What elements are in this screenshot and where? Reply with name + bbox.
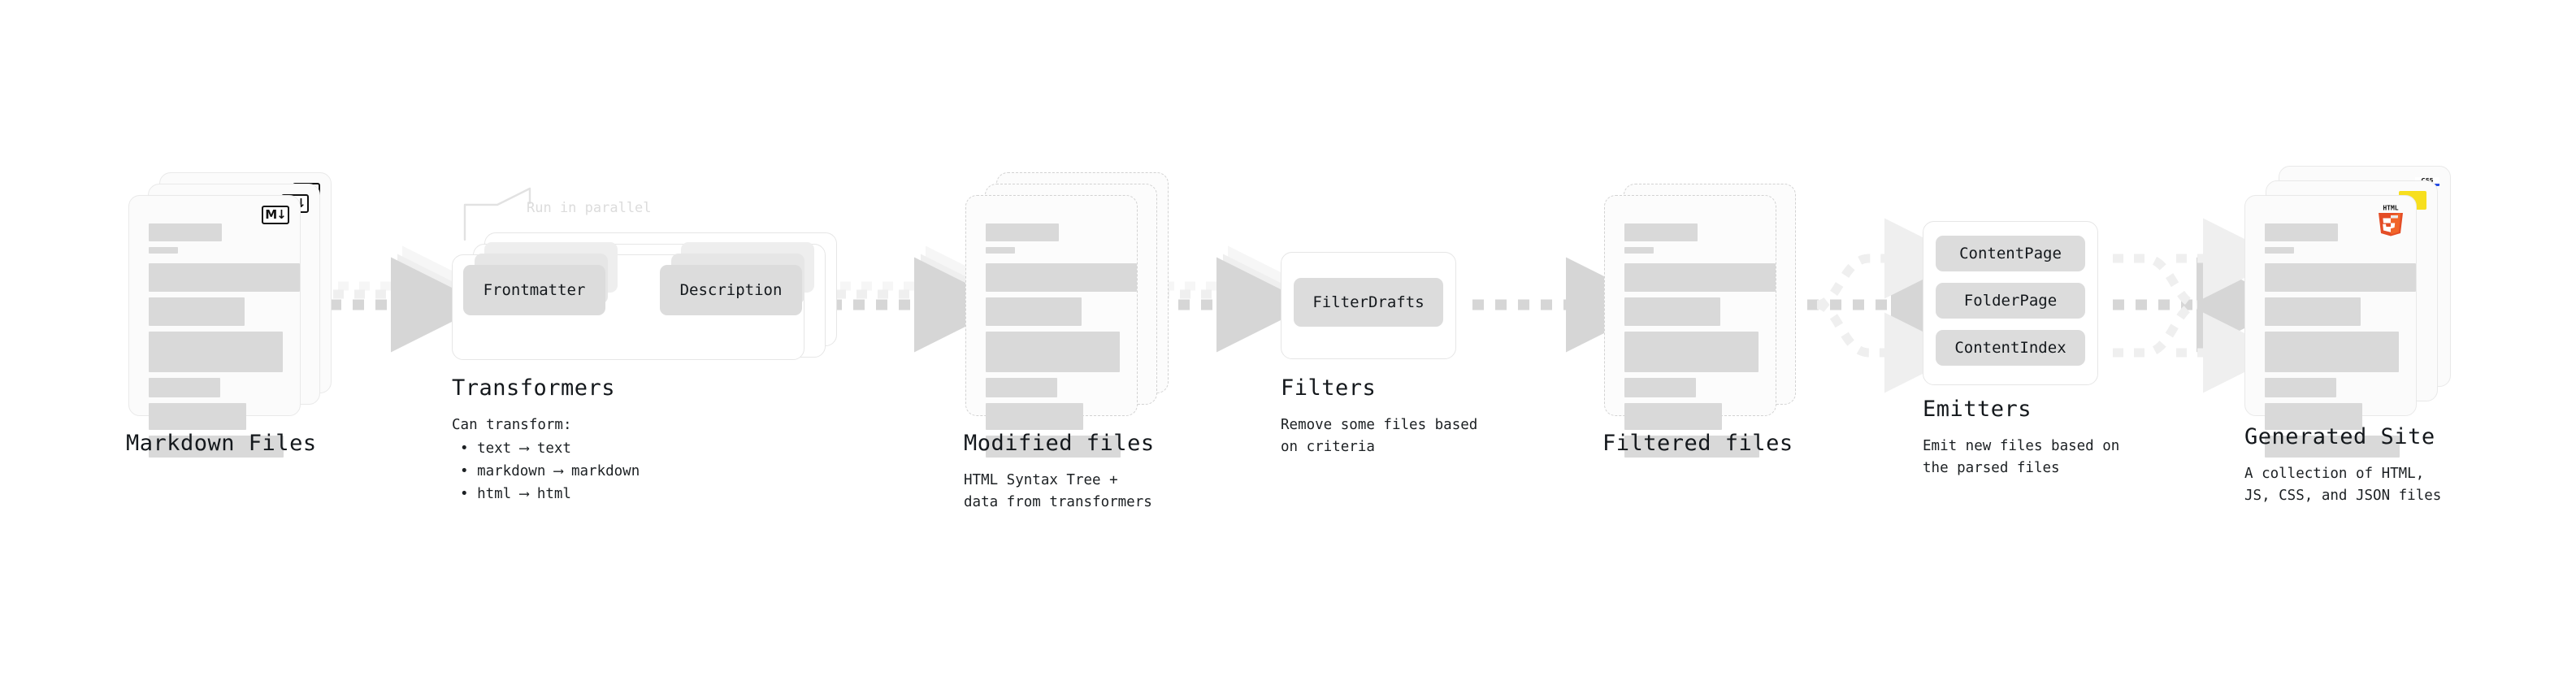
arrow-transformers-to-modified — [830, 245, 1009, 353]
skeleton-bar — [1624, 247, 1654, 254]
markdown-doc-front[interactable]: M↓ — [128, 195, 301, 458]
site-doc-front[interactable]: HTML — [2244, 195, 2417, 458]
chip-filterdrafts-label: FilterDrafts — [1312, 293, 1425, 311]
skeleton-bar — [2265, 247, 2294, 254]
doc-skeleton — [2265, 223, 2416, 463]
chip-frontmatter[interactable]: Frontmatter — [463, 265, 605, 315]
skeleton-bar — [986, 297, 1082, 326]
skeleton-bar — [1624, 332, 1759, 372]
skeleton-bar — [1624, 378, 1696, 397]
transformers-subtitle-intro: Can transform: — [452, 417, 572, 433]
markdown-badge-arrow: ↓ — [276, 207, 287, 222]
skeleton-bar — [2265, 378, 2336, 397]
modified-files-subtitle: HTML Syntax Tree + data from transformer… — [964, 472, 1152, 511]
skeleton-bar — [149, 332, 283, 372]
skeleton-bar — [986, 263, 1137, 292]
transformers-title: Transformers — [452, 375, 616, 401]
chip-folderpage-label: FolderPage — [1963, 292, 2058, 310]
transformers-bullet-0: • text ⟶ text — [460, 440, 571, 457]
chip-frontmatter-label: Frontmatter — [483, 281, 586, 299]
arrow-filtered-to-emitters — [1785, 218, 1986, 393]
markdown-badge-front: M↓ — [262, 206, 289, 224]
markdown-badge-letter: M — [265, 207, 277, 222]
skeleton-bar — [2265, 332, 2399, 372]
chip-contentindex[interactable]: ContentIndex — [1936, 330, 2085, 366]
transformers-bullet-1: • markdown ⟶ markdown — [460, 463, 640, 479]
generated-site-title: Generated Site — [2244, 424, 2435, 449]
skeleton-bar — [986, 247, 1015, 254]
skeleton-bar — [986, 223, 1059, 241]
chip-description-label: Description — [679, 281, 783, 299]
skeleton-bar — [1624, 403, 1722, 430]
generated-site-subtitle: A collection of HTML, JS, CSS, and JSON … — [2244, 466, 2442, 505]
modified-files-title: Modified files — [964, 431, 1155, 456]
emitters-title: Emitters — [1923, 397, 2032, 422]
emitters-subtitle: Emit new files based on the parsed files — [1923, 438, 2120, 477]
skeleton-bar — [986, 332, 1120, 372]
skeleton-bar — [2265, 223, 2338, 241]
skeleton-bar — [2265, 263, 2416, 292]
skeleton-bar — [149, 403, 246, 430]
skeleton-bar — [986, 403, 1083, 430]
modified-doc-front[interactable] — [965, 195, 1138, 458]
filters-subtitle: Remove some files based on criteria — [1281, 417, 1478, 456]
skeleton-bar — [1624, 297, 1720, 326]
skeleton-bar — [1624, 436, 1759, 458]
skeleton-bar — [149, 223, 222, 241]
skeleton-bar — [149, 263, 300, 292]
chip-contentindex-label: ContentIndex — [1954, 339, 2066, 357]
skeleton-bar — [1624, 223, 1698, 241]
filtered-doc-front[interactable] — [1604, 195, 1776, 458]
skeleton-bar — [986, 378, 1057, 397]
chip-filterdrafts[interactable]: FilterDrafts — [1294, 278, 1443, 327]
doc-skeleton — [149, 223, 300, 463]
filtered-files-title: Filtered files — [1602, 431, 1793, 456]
skeleton-bar — [1624, 263, 1776, 292]
markdown-files-title: Markdown Files — [126, 431, 317, 456]
run-in-parallel-label: Run in parallel — [527, 200, 652, 216]
skeleton-bar — [2265, 436, 2400, 458]
skeleton-bar — [149, 378, 220, 397]
transformers-bullet-2: • html ⟶ html — [460, 486, 571, 502]
skeleton-bar — [149, 247, 178, 254]
skeleton-bar — [149, 297, 245, 326]
chip-description[interactable]: Description — [660, 265, 802, 315]
skeleton-bar — [2265, 297, 2361, 326]
svg-text:HTML: HTML — [2383, 205, 2398, 212]
doc-skeleton — [986, 223, 1137, 463]
skeleton-bar — [149, 436, 284, 458]
arrow-emitters-to-site — [2113, 218, 2292, 393]
chip-folderpage[interactable]: FolderPage — [1936, 283, 2085, 319]
chip-contentpage[interactable]: ContentPage — [1936, 236, 2085, 271]
filters-title: Filters — [1281, 375, 1377, 401]
skeleton-bar — [986, 436, 1121, 458]
doc-skeleton — [1624, 223, 1776, 463]
chip-contentpage-label: ContentPage — [1959, 245, 2062, 262]
html5-icon: HTML — [2379, 205, 2403, 236]
skeleton-bar — [2265, 403, 2362, 430]
